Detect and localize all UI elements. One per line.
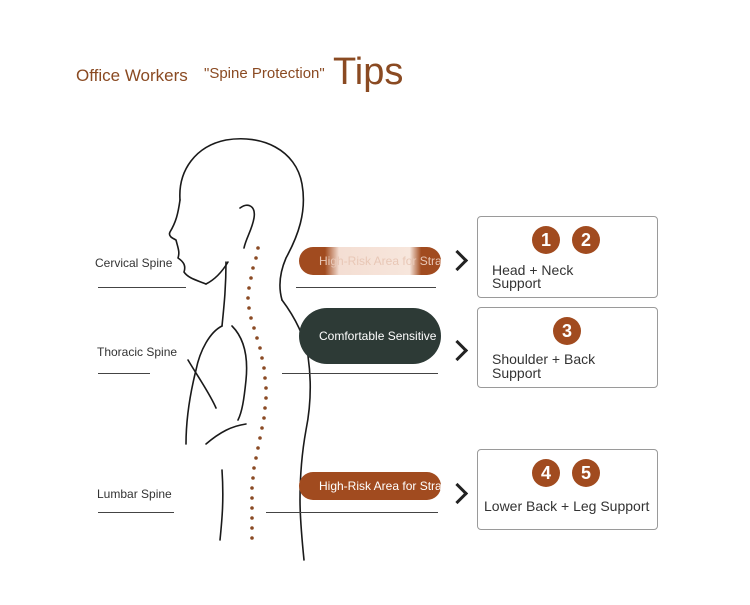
cervical-rule-left xyxy=(98,287,186,288)
lumbar-rule-left xyxy=(98,512,174,513)
cervical-risk-text: High-Risk Area for Strain xyxy=(319,254,441,268)
card-label-line1: Lower Back + Leg Support xyxy=(484,498,650,514)
thoracic-comfort-pill: Comfortable Sensitive xyxy=(299,308,441,364)
lower-back-leg-support-card: 4 5 Lower Back + Leg Support xyxy=(477,449,658,530)
card-label-line1: Shoulder + Back xyxy=(492,351,596,367)
thoracic-rule-right xyxy=(282,373,438,374)
title-spine-protection: "Spine Protection" xyxy=(204,65,325,82)
arm-outer xyxy=(231,325,248,421)
head-neck-support-card: 1 2 Head + Neck Support xyxy=(477,216,658,298)
arm-inner xyxy=(205,423,247,445)
thoracic-rule-left xyxy=(98,373,150,374)
lumbar-risk-text: High-Risk Area for Strain xyxy=(319,479,441,493)
tip-badge-2: 2 xyxy=(572,226,600,254)
cervical-spine-label: Cervical Spine xyxy=(95,256,173,270)
title-office-workers: Office Workers xyxy=(76,66,188,85)
card-label-line2: Support xyxy=(492,275,542,291)
face-profile xyxy=(168,199,207,285)
shoulder-back-support-card: 3 Shoulder + Back Support xyxy=(477,307,658,388)
tip-badge-4: 4 xyxy=(532,459,560,487)
tip-badge-1: 1 xyxy=(532,226,560,254)
ear xyxy=(239,204,256,249)
card-label-line1: Head + Neck xyxy=(492,262,574,278)
jaw-line xyxy=(205,261,229,285)
neck-front xyxy=(221,261,227,327)
spine-dots xyxy=(246,246,268,540)
lumbar-spine-label: Lumbar Spine xyxy=(97,487,172,501)
chest-line xyxy=(187,359,217,409)
cervical-risk-pill: High-Risk Area for Strain xyxy=(299,247,441,275)
tip-badge-3: 3 xyxy=(553,317,581,345)
card-label-line2: Support xyxy=(492,365,542,381)
lumbar-risk-pill: High-Risk Area for Strain xyxy=(299,472,441,500)
cervical-rule-right xyxy=(296,287,436,288)
head-outline xyxy=(179,138,305,301)
lumbar-rule-right xyxy=(266,512,438,513)
thoracic-comfort-text: Comfortable Sensitive xyxy=(319,329,437,343)
torso-front xyxy=(219,469,224,541)
thoracic-spine-label: Thoracic Spine xyxy=(97,345,178,359)
tip-badge-5: 5 xyxy=(572,459,600,487)
shoulder-line xyxy=(185,325,223,445)
title-tips: Tips xyxy=(333,51,404,93)
